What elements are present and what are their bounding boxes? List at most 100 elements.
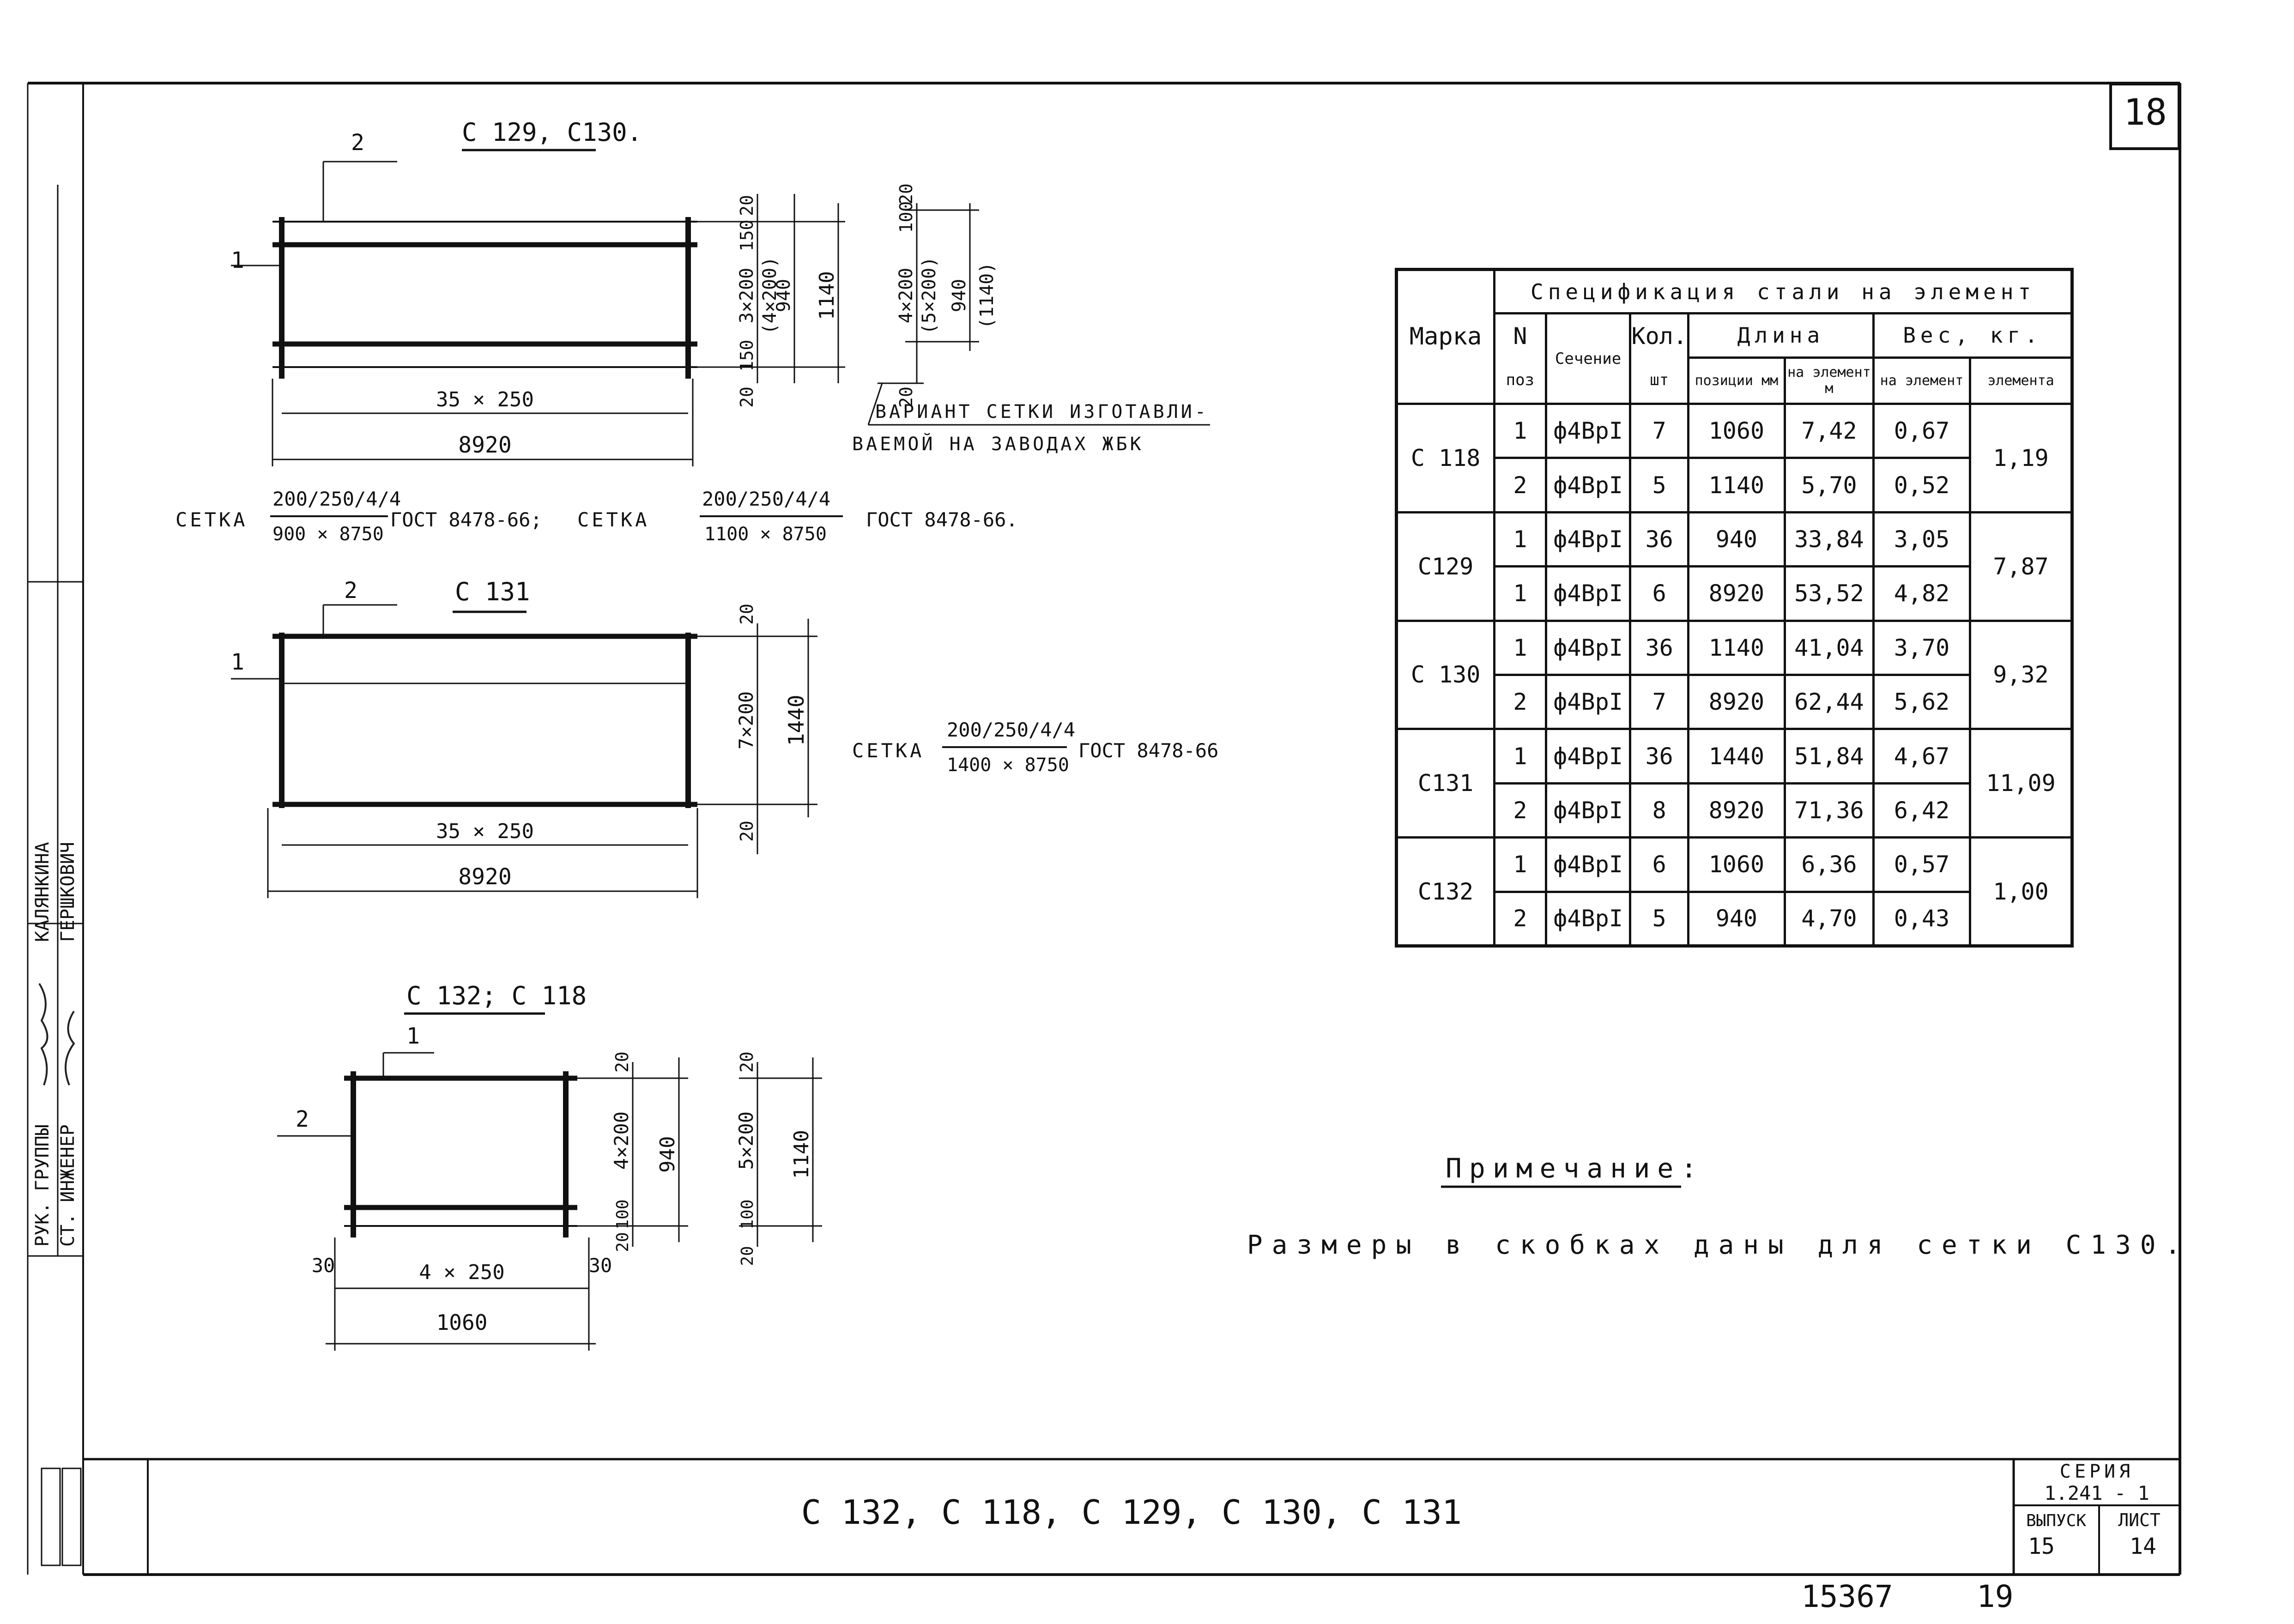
position-cell: 2 bbox=[1493, 457, 1547, 513]
col-header-marka: Марка bbox=[1395, 268, 1496, 405]
quantity-cell: 36 bbox=[1629, 728, 1689, 785]
dim-label: 20 bbox=[737, 821, 757, 842]
sheet-value: 14 bbox=[2130, 1533, 2156, 1559]
length-element-cell: 33,84 bbox=[1783, 511, 1875, 568]
side-stamp-line: КАЛЯНКИНА bbox=[32, 842, 53, 942]
weight-cell: 6,42 bbox=[1872, 782, 1971, 839]
quantity-cell: 5 bbox=[1629, 890, 1689, 947]
gost-ref: ГОСТ 8478-66 bbox=[1078, 739, 1218, 762]
position-marker: 2 bbox=[296, 1106, 309, 1132]
mark-cell: С 118 bbox=[1395, 402, 1496, 513]
drawing-name: С 132, С 118, С 129, С 130, С 131 bbox=[801, 1493, 1462, 1532]
position-cell: 1 bbox=[1493, 565, 1547, 622]
dim-label: 20 bbox=[738, 1246, 757, 1266]
quantity-cell: 6 bbox=[1629, 836, 1689, 893]
dim-label: 35 × 250 bbox=[436, 820, 534, 843]
weight-cell: 0,67 bbox=[1872, 402, 1971, 459]
dim-label: 4 × 250 bbox=[419, 1261, 504, 1284]
title-block: С 132, С 118, С 129, С 130, С 131 СЕРИЯ … bbox=[801, 1461, 2161, 1559]
section-cell: ф4ВрI bbox=[1544, 673, 1632, 730]
variant-note: ВАЕМОЙ НА ЗАВОДАХ ЖБК bbox=[852, 433, 1144, 455]
section-cell: ф4ВрI bbox=[1544, 619, 1632, 676]
sheet-label: ЛИСТ bbox=[2118, 1510, 2161, 1530]
length-element-cell: 41,04 bbox=[1783, 619, 1875, 676]
table-title: Спецификация стали на элемент bbox=[1493, 268, 2073, 315]
dim-label: 4×200 bbox=[896, 268, 917, 323]
variant-note: ВАРИАНТ СЕТКИ ИЗГОТАВЛИ- bbox=[875, 401, 1209, 423]
series-value: 1.241 - 1 bbox=[2044, 1482, 2149, 1504]
formula-numerator: 200/250/4/4 bbox=[272, 488, 401, 510]
col-header-qty-unit: шт bbox=[1629, 357, 1689, 405]
steel-spec-table: Марка Спецификация стали на элемент N Се… bbox=[1395, 268, 2074, 948]
length-element-cell: 53,52 bbox=[1783, 565, 1875, 622]
dim-label: 30 bbox=[312, 1254, 335, 1277]
dim-label: 5×200 bbox=[735, 1111, 757, 1170]
gost-ref: ГОСТ 8478-66; bbox=[390, 508, 542, 531]
quantity-cell: 6 bbox=[1629, 565, 1689, 622]
length-position-cell: 8920 bbox=[1687, 565, 1786, 622]
weight-cell: 3,70 bbox=[1872, 619, 1971, 676]
sheet-frame bbox=[27, 82, 2181, 1576]
dim-label: 30 bbox=[589, 1254, 612, 1277]
length-element-cell: 62,44 bbox=[1783, 673, 1875, 730]
position-cell: 2 bbox=[1493, 890, 1547, 947]
dim-label: 20 bbox=[896, 183, 916, 205]
note: Примечание: Размеры в скобках даны для с… bbox=[1247, 1153, 2190, 1260]
length-position-cell: 1440 bbox=[1687, 728, 1786, 785]
dim-label: 20 bbox=[737, 386, 757, 408]
col-header-weight-total: элемента bbox=[1968, 356, 2074, 405]
dim-label: 100 bbox=[896, 201, 916, 233]
mesh-bottom bbox=[277, 1012, 822, 1351]
section-cell: ф4ВрI bbox=[1544, 402, 1632, 459]
mesh-title: С 129, С130. bbox=[462, 118, 642, 147]
formula-numerator: 200/250/4/4 bbox=[702, 488, 830, 510]
dim-label: 100 bbox=[613, 1199, 632, 1229]
section-cell: ф4ВрI bbox=[1544, 836, 1632, 893]
formula-denominator: 900 × 8750 bbox=[272, 524, 384, 545]
length-position-cell: 940 bbox=[1687, 890, 1786, 947]
dim-label: 7×200 bbox=[735, 691, 757, 749]
dim-label: (4×200) bbox=[759, 257, 781, 335]
mark-cell: С131 bbox=[1395, 728, 1496, 839]
col-header-qty: Кол. bbox=[1629, 312, 1689, 358]
dim-label: 8920 bbox=[458, 432, 512, 458]
note-text: Размеры в скобках даны для сетки С130. bbox=[1247, 1230, 2190, 1260]
length-element-cell: 5,70 bbox=[1783, 457, 1875, 513]
section-cell: ф4ВрI bbox=[1544, 457, 1632, 513]
side-stamp: РУК. ГРУППЫ СТ. ИНЖЕНЕР КАЛЯНКИНА ГЕРШКО… bbox=[32, 842, 79, 1247]
section-cell: ф4ВрI bbox=[1544, 890, 1632, 947]
mark-cell: С132 bbox=[1395, 836, 1496, 947]
col-header-length-el: на элемент м bbox=[1783, 356, 1875, 405]
sheet-number: 18 bbox=[2124, 92, 2167, 133]
mesh-label: СЕТКА bbox=[176, 508, 248, 531]
length-element-cell: 51,84 bbox=[1783, 728, 1875, 785]
dim-label: 1140 bbox=[815, 271, 839, 320]
quantity-cell: 5 bbox=[1629, 457, 1689, 513]
quantity-cell: 36 bbox=[1629, 511, 1689, 568]
length-position-cell: 8920 bbox=[1687, 782, 1786, 839]
mesh-bottom-text: С 132; С 118 1 2 30 30 4 × 250 1060 20 4… bbox=[296, 981, 813, 1335]
position-marker: 1 bbox=[406, 1023, 420, 1049]
side-stamp-line: СТ. ИНЖЕНЕР bbox=[57, 1124, 79, 1247]
series-label: СЕРИЯ bbox=[2060, 1461, 2134, 1482]
position-cell: 1 bbox=[1493, 619, 1547, 676]
dim-label: 150 bbox=[737, 340, 757, 372]
quantity-cell: 7 bbox=[1629, 402, 1689, 459]
weight-cell: 0,57 bbox=[1872, 836, 1971, 893]
quantity-cell: 7 bbox=[1629, 673, 1689, 730]
section-cell: ф4ВрI bbox=[1544, 565, 1632, 622]
position-cell: 1 bbox=[1493, 836, 1547, 893]
mark-cell: С129 bbox=[1395, 511, 1496, 622]
side-stamp-line: РУК. ГРУППЫ bbox=[32, 1124, 53, 1247]
weight-cell: 3,05 bbox=[1872, 511, 1971, 568]
total-weight-cell: 11,09 bbox=[1968, 728, 2074, 839]
mark-cell: С 130 bbox=[1395, 619, 1496, 730]
length-position-cell: 1140 bbox=[1687, 619, 1786, 676]
position-marker: 2 bbox=[351, 130, 364, 156]
